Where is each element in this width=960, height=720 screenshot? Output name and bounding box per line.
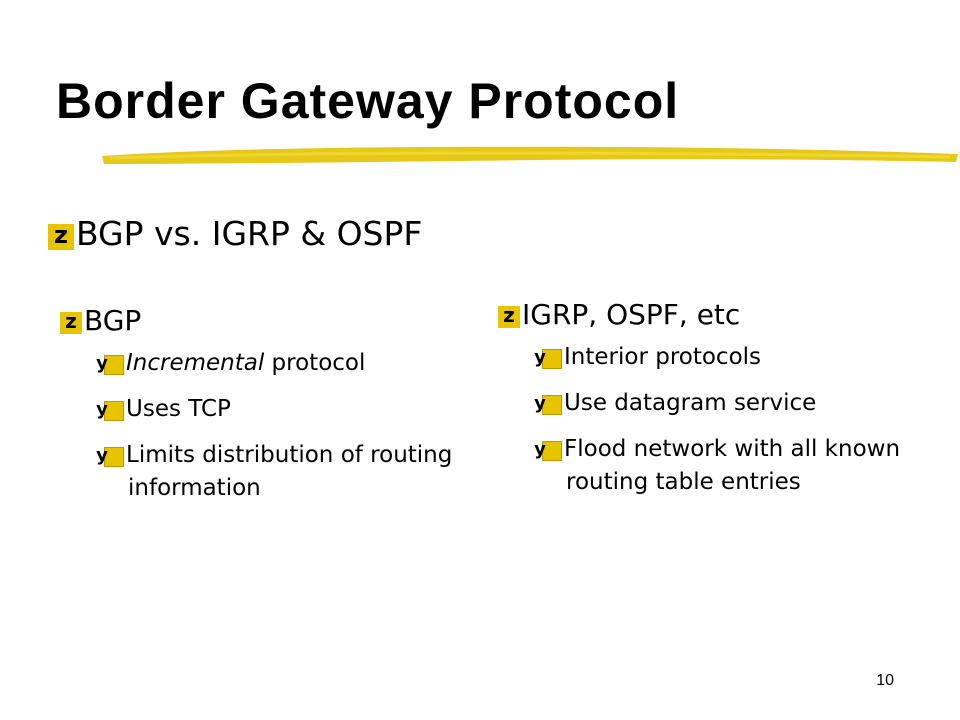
y-bullet-icon: y	[96, 401, 124, 421]
list-item-italic: Incremental	[126, 350, 265, 376]
list-item-text: Interior protocols	[564, 344, 762, 370]
list-item-text: Flood network with all known routing tab…	[564, 436, 901, 495]
title-underline-stroke	[102, 146, 958, 164]
main-bullet-text: BGP vs. IGRP & OSPF	[76, 214, 423, 253]
list-item-text: Uses TCP	[126, 396, 231, 422]
y-bullet-icon: y	[96, 355, 124, 375]
y-bullet-icon: y	[534, 349, 562, 369]
y-bullet-icon: y	[96, 447, 124, 467]
list-item-text: Limits distribution of routing informati…	[126, 442, 453, 501]
y-bullet-icon: y	[534, 395, 562, 415]
left-heading-text: BGP	[84, 304, 142, 337]
slide-title: Border Gateway Protocol	[56, 73, 680, 129]
right-heading-text: IGRP, OSPF, etc	[522, 298, 741, 331]
list-item-text: protocol	[264, 350, 366, 376]
list-item-text: Use datagram service	[564, 390, 817, 416]
z-bullet-icon: z	[60, 311, 82, 334]
z-bullet-icon: z	[498, 305, 520, 328]
page-number: 10	[876, 672, 894, 689]
y-bullet-icon: y	[534, 441, 562, 461]
z-bullet-icon: z	[48, 223, 74, 250]
